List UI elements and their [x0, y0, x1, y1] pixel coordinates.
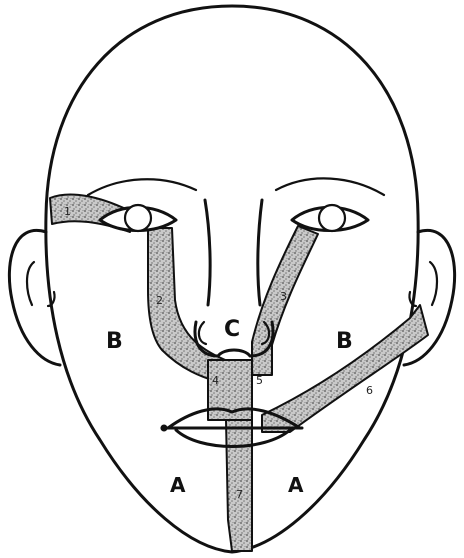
marker-left-vertical-upper: 2 [156, 294, 163, 307]
region-label-lower-left: A [170, 473, 186, 497]
band-chin [226, 420, 252, 551]
left-ear [9, 230, 60, 365]
left-eyebrow [88, 179, 196, 195]
region-label-cheek-left: B [106, 329, 123, 354]
marker-left-vertical-lower: 4 [212, 374, 219, 387]
marker-right-diagonal-upper: 3 [280, 290, 287, 303]
nose-bridge [205, 200, 262, 305]
right-eyebrow [276, 178, 384, 195]
marker-chin: 7 [236, 488, 243, 501]
marker-right-vertical-lower: 5 [256, 374, 263, 387]
nostril-left [199, 322, 206, 344]
region-label-nose: C [224, 317, 240, 342]
band-right-jaw [262, 305, 428, 432]
marker-right-jaw: 6 [366, 384, 373, 397]
mouth-corner-left [161, 425, 168, 432]
right-iris [319, 205, 345, 231]
region-label-lower-right: A [288, 473, 304, 497]
marker-left-forehead: 1 [64, 205, 71, 218]
left-iris [125, 205, 151, 231]
region-label-cheek-right: B [336, 329, 353, 354]
